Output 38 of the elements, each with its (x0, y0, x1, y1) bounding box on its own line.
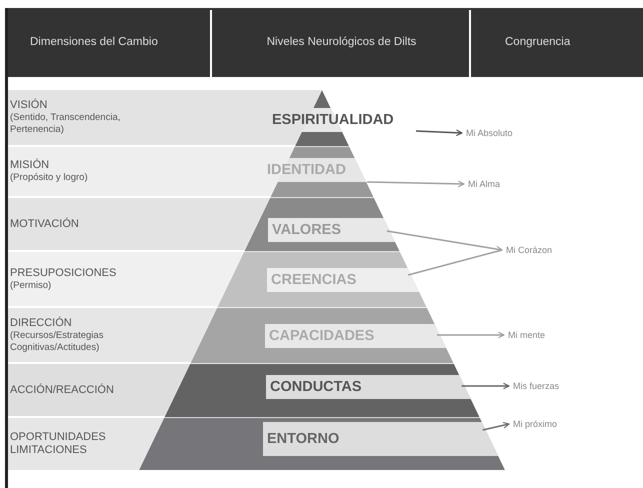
dimension-band (8, 364, 190, 416)
dimension-band (8, 418, 164, 470)
band-subtitle: (Propósito y logro) (10, 172, 89, 184)
arrow (416, 129, 463, 136)
level-label: CREENCIAS (267, 268, 420, 292)
congruence-label: Mi próximo (513, 418, 558, 430)
band-subtitle: (Permiso) (10, 280, 52, 292)
column-header: Dimensiones del Cambio (30, 36, 158, 48)
band-title: PRESUPOSICIONES (10, 266, 118, 280)
band-subtitle: (Sentido, Transcendencia, Pertenencia) (10, 112, 122, 136)
band-title: ACCIÓN/REACCIÓN (10, 384, 115, 396)
congruence-label: Mi Absoluto (466, 127, 513, 139)
arrow (462, 382, 510, 390)
band-subtitle: (Recursos/Estrategias Cognitivas/Actitudes) (10, 330, 104, 354)
arrow (482, 422, 510, 431)
arrow (436, 332, 505, 338)
arrow (366, 180, 465, 188)
band-title: MOTIVACIÓN (10, 218, 80, 230)
arrow (386, 230, 503, 252)
congruence-label: Mi Corázon (506, 244, 552, 256)
band-title: MISIÓN (10, 159, 50, 172)
dimension-band (8, 252, 244, 306)
dimension-band (8, 308, 218, 362)
level-label: CONDUCTAS (266, 375, 471, 399)
congruence-label: Mi Alma (468, 178, 500, 190)
level-label: ENTORNO (263, 422, 498, 456)
band-title: VISIÓN (10, 99, 48, 112)
column-header: Niveles Neurológicos de Dilts (266, 36, 418, 48)
column-header: Congruencia (505, 36, 570, 48)
level-label: CAPACIDADES (265, 324, 446, 348)
band-title: DIRECCIÓN (10, 316, 73, 330)
level-label: VALORES (268, 218, 396, 242)
level-label: ESPIRITUALIDAD (268, 106, 416, 134)
congruence-label: Mis fuerzas (513, 380, 560, 392)
level-label: IDENTIDAD (263, 156, 367, 184)
dimension-band (8, 198, 270, 250)
band-title: OPORTUNIDADES LIMITACIONES (10, 431, 107, 457)
congruence-label: Mi mente (508, 329, 546, 341)
